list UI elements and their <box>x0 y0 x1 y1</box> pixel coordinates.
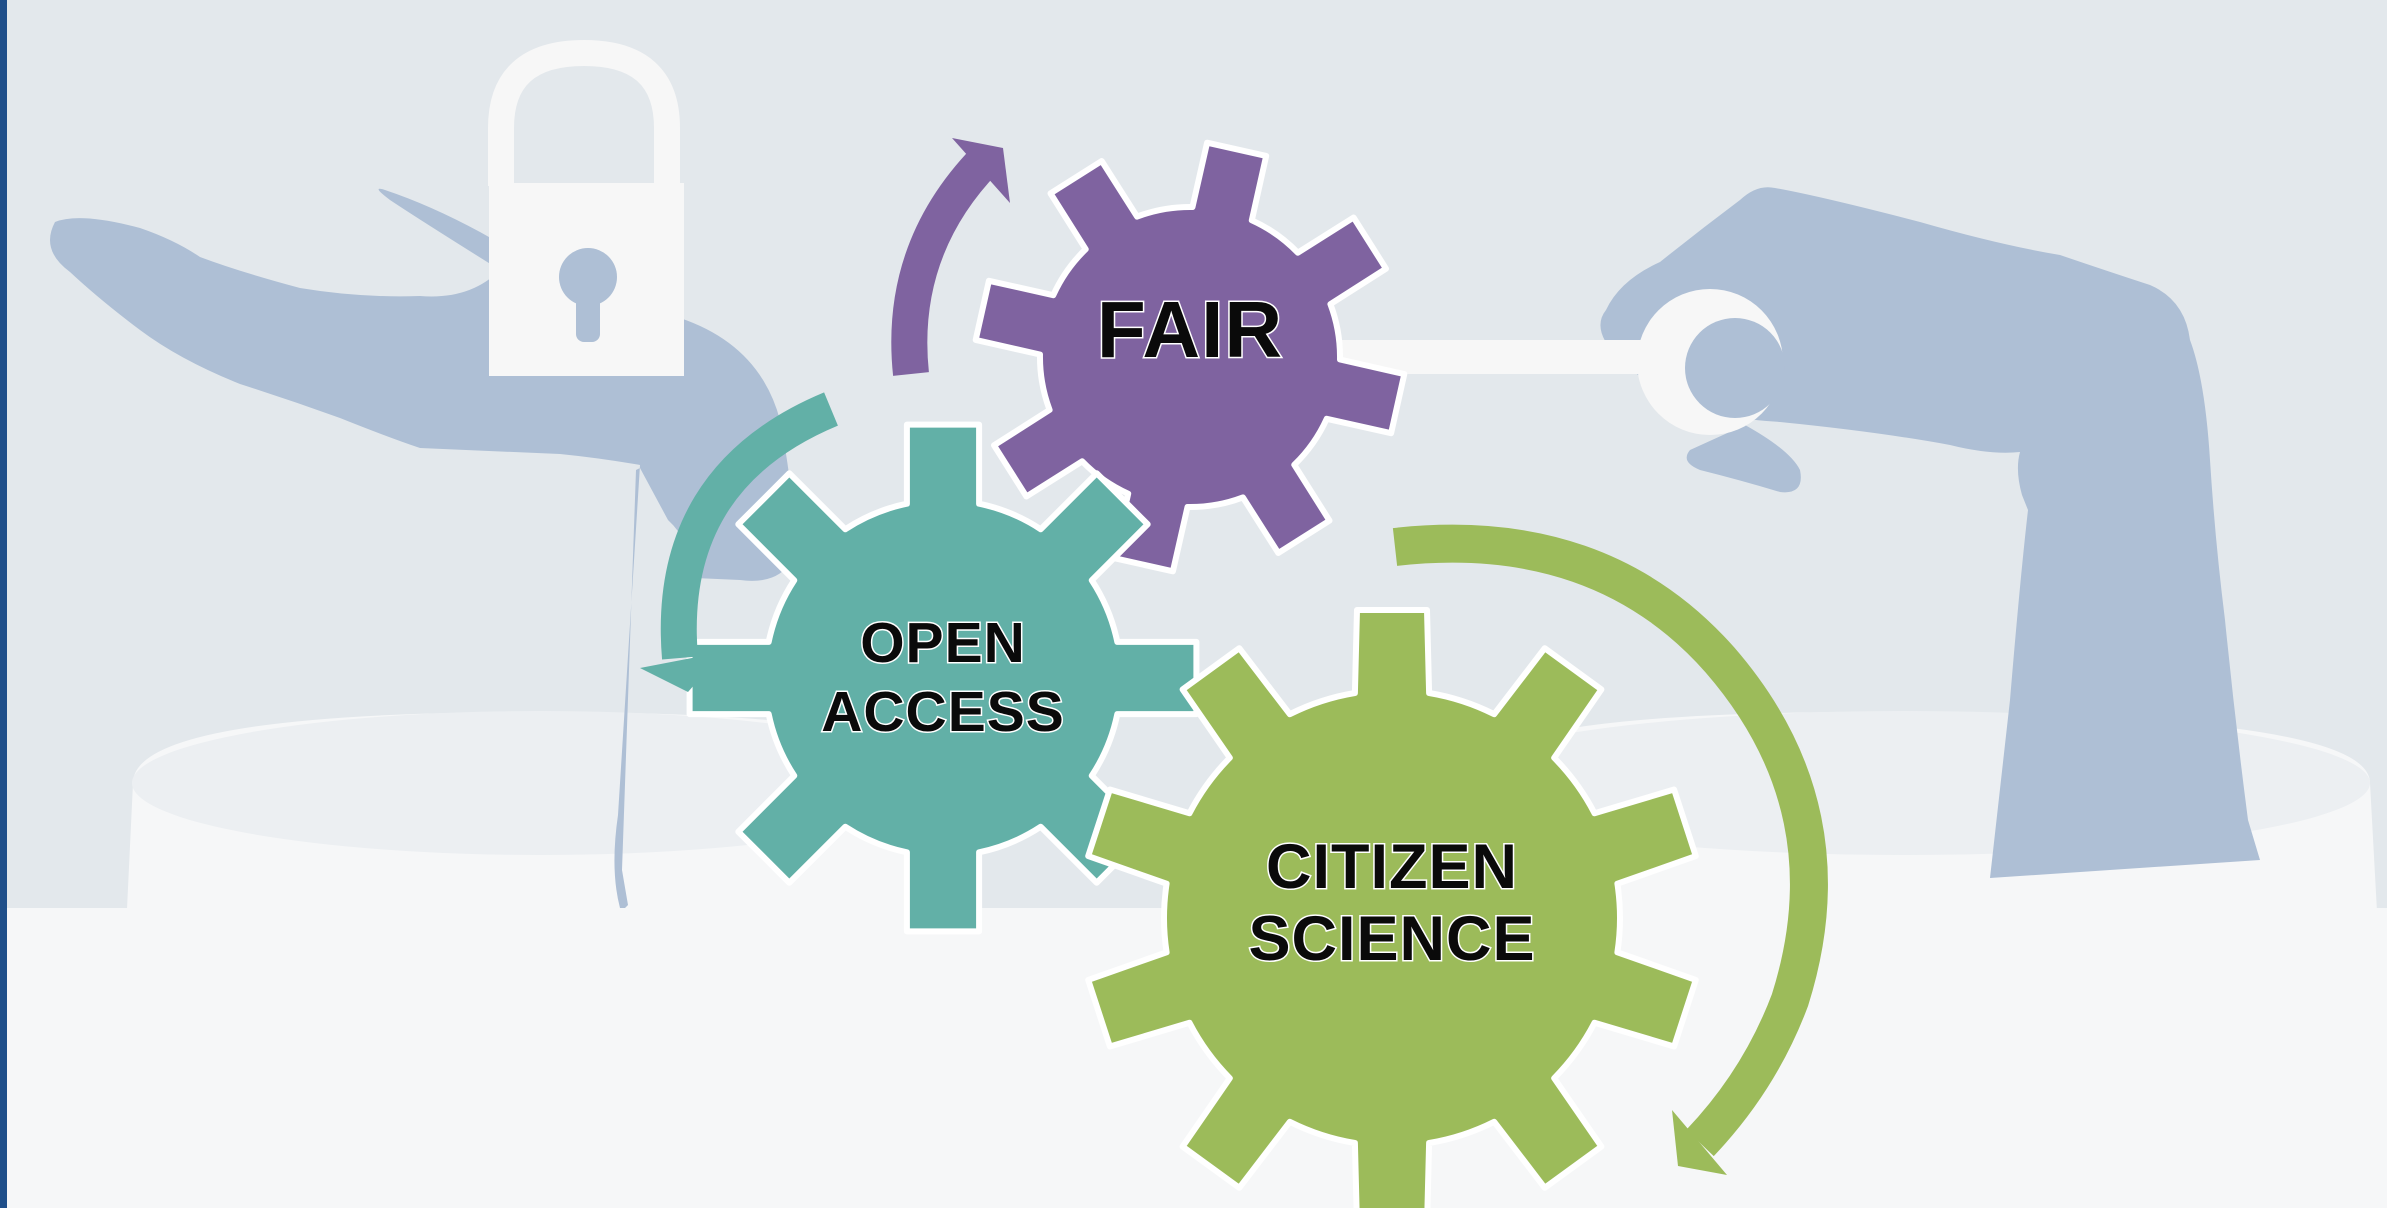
gear-layer <box>686 139 1699 1208</box>
rotation-arrow-fair-head <box>952 138 1010 203</box>
padlock-icon <box>488 39 684 376</box>
rotation-arrow-open-access-head <box>640 652 723 692</box>
rotation-arrow-open-access <box>660 392 839 660</box>
citizen-science-gear <box>1085 607 1699 1208</box>
left-accent-bar <box>0 0 7 1208</box>
citizen-science-label-line2: SCIENCE <box>1248 904 1535 974</box>
pedestal-left <box>126 711 955 930</box>
rotation-arrow-fair <box>891 147 999 376</box>
key-icon <box>1330 289 1785 435</box>
arrow-layer <box>640 138 1828 1175</box>
open-access-label-line2: ACCESS <box>821 680 1065 744</box>
rotation-arrow-citizen-science-head <box>1672 1110 1727 1175</box>
open-access-label-line1: OPEN <box>860 611 1026 675</box>
citizen-science-label-line1: CITIZEN <box>1266 832 1518 902</box>
holding-hand-fingertip <box>1686 425 1801 493</box>
rotation-arrow-citizen-science <box>1392 524 1828 1157</box>
fair-gear <box>972 139 1408 575</box>
open-access-gear <box>686 421 1200 935</box>
fair-gear-label: FAIR <box>1097 285 1283 374</box>
